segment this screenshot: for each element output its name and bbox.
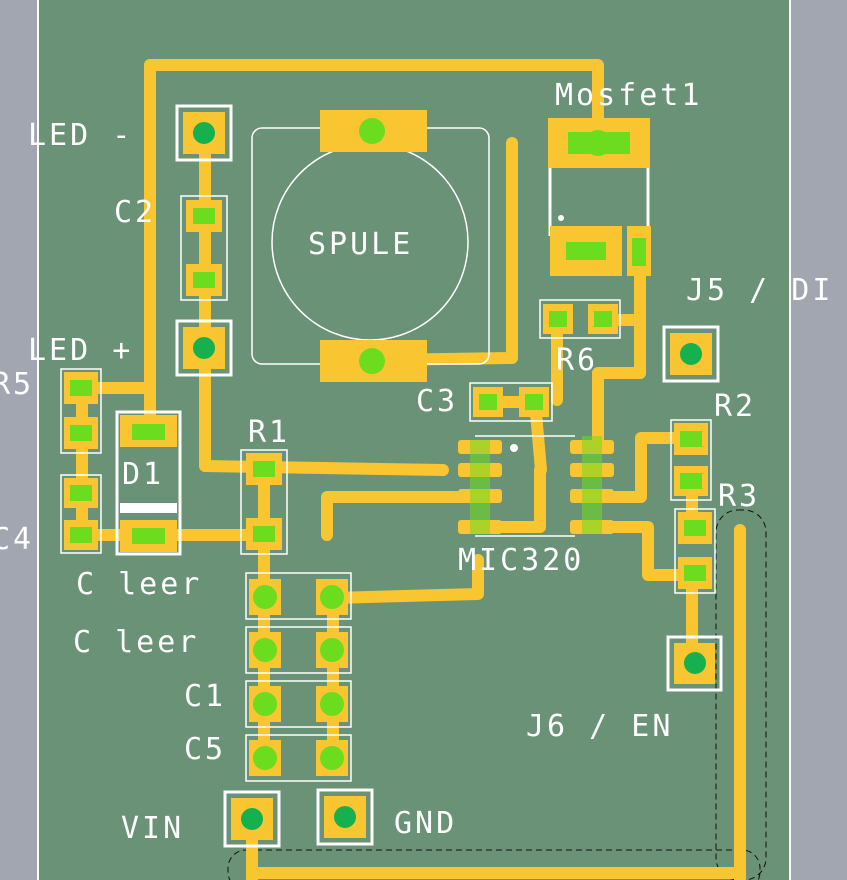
capacitor-c5 [245,734,352,782]
capacitor-c4 [60,474,102,554]
c2-label: C2 [114,195,156,230]
r6-label: R6 [556,343,598,378]
led-plus-pad [175,319,233,377]
diode-d1 [115,410,182,556]
vin-label: VIN [121,811,184,846]
c-leer-2-label: C leer [73,625,199,660]
gnd-pad [316,788,374,846]
r1-label: R1 [248,415,290,450]
led-plus-label: LED + [28,333,133,368]
mosfet1-label: Mosfet1 [555,78,702,113]
r3-label: R3 [718,479,760,514]
resistor-r6 [539,299,621,339]
c4-label: C4 [0,522,34,557]
d1-label: D1 [122,457,164,492]
r2-label: R2 [714,389,756,424]
resistor-r2 [670,419,712,501]
capacitor-c1 [245,680,352,728]
keepout-outlines [227,509,767,880]
vin-pad [223,790,281,848]
led-minus-label: LED - [28,118,133,153]
j6-label: J6 / EN [526,709,673,744]
c1-label: C1 [184,679,226,714]
resistor-r5 [60,368,102,454]
capacitor-c-leer-1 [245,572,352,620]
led-minus-pad [175,104,233,162]
j5-pad [662,325,720,383]
mic320-label: MIC320 [458,543,584,578]
mosfet1 [548,118,651,276]
j5-label: J5 / DI [686,273,833,308]
capacitor-c-leer-2 [245,626,352,674]
c-leer-1-label: C leer [76,567,202,602]
gnd-label: GND [394,806,457,841]
j6-pad [666,635,723,692]
c3-label: C3 [416,384,458,419]
r5-label: R5 [0,367,34,402]
resistor-r1 [240,449,288,555]
capacitor-c2 [180,195,228,301]
ic-mic320 [458,435,614,537]
resistor-r3 [674,508,716,594]
c5-label: C5 [184,732,226,767]
capacitor-c3 [469,382,553,422]
inductor-spule: SPULE [251,110,490,382]
spule-label: SPULE [308,227,413,262]
